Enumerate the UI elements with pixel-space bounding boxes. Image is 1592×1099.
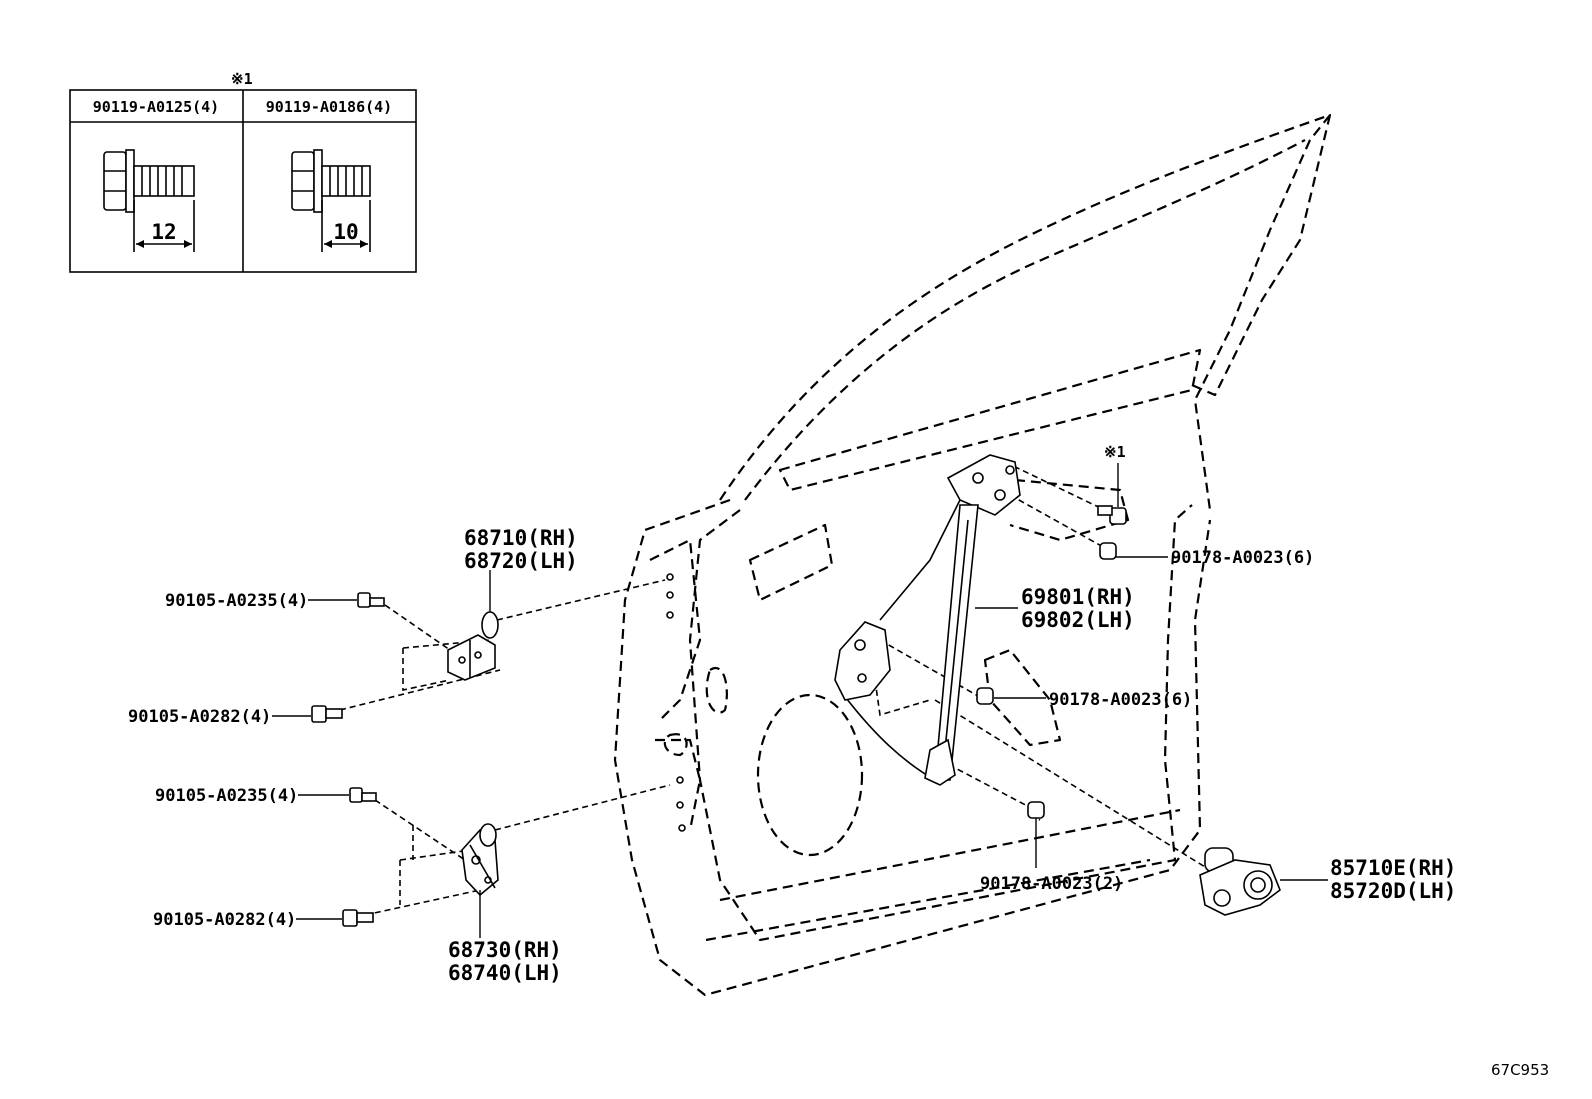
motor-rh-label: 85710E(RH) bbox=[1330, 856, 1456, 880]
bolt-icon bbox=[349, 787, 377, 803]
legend-part-2: 90119-A0186(4) bbox=[266, 98, 392, 116]
regulator-bolt-marker: ※1 bbox=[1104, 443, 1126, 461]
upper-hinge-lh-label: 68720(LH) bbox=[464, 549, 578, 573]
legend-dim-1: 12 bbox=[151, 220, 176, 244]
assembly-lines bbox=[339, 461, 1211, 916]
upper-hinge-rh-label: 68710(RH) bbox=[464, 526, 578, 550]
lower-hinge-rh-label: 68730(RH) bbox=[448, 938, 562, 962]
bolt-icon bbox=[1097, 505, 1127, 525]
lower-hinge bbox=[461, 823, 499, 897]
nut-mid-label: 90178-A0023(6) bbox=[1049, 690, 1192, 710]
legend-marker: ※1 bbox=[231, 70, 253, 88]
window-regulator bbox=[834, 454, 1021, 786]
upper-bolt-1-label: 90105-A0235(4) bbox=[165, 591, 308, 611]
bolt-icon bbox=[342, 909, 374, 927]
bolt-icon bbox=[357, 592, 385, 608]
regulator-rh-label: 69801(RH) bbox=[1021, 585, 1135, 609]
nut-bottom-label: 90178-A0023(2) bbox=[980, 874, 1123, 894]
upper-bolt-2-label: 90105-A0282(4) bbox=[128, 707, 271, 727]
bolt-icon bbox=[311, 705, 343, 723]
fastener-legend-table: ※1 90119-A0125(4) 90119-A0186(4) 12 bbox=[69, 70, 417, 273]
nut-icon bbox=[1099, 542, 1117, 560]
motor-lh-label: 85720D(LH) bbox=[1330, 879, 1456, 903]
upper-hinge bbox=[447, 611, 499, 681]
nut-icon bbox=[1027, 801, 1045, 819]
leader-lines bbox=[272, 463, 1328, 938]
nut-top-label: 90178-A0023(6) bbox=[1171, 548, 1314, 568]
lower-bolt-1-label: 90105-A0235(4) bbox=[155, 786, 298, 806]
callout-labels: 68710(RH) 68720(LH) 90105-A0235(4) 90105… bbox=[128, 443, 1549, 1079]
lower-bolt-2-label: 90105-A0282(4) bbox=[153, 910, 296, 930]
lower-hinge-lh-label: 68740(LH) bbox=[448, 961, 562, 985]
figure-code: 67C953 bbox=[1491, 1061, 1549, 1079]
legend-dim-2: 10 bbox=[333, 220, 358, 244]
window-motor bbox=[1199, 847, 1281, 916]
flange-bolt-icon bbox=[291, 149, 371, 252]
door-outline bbox=[613, 113, 1332, 997]
nut-icon bbox=[976, 687, 994, 705]
flange-bolt-icon bbox=[103, 149, 195, 252]
regulator-lh-label: 69802(LH) bbox=[1021, 608, 1135, 632]
legend-part-1: 90119-A0125(4) bbox=[93, 98, 219, 116]
